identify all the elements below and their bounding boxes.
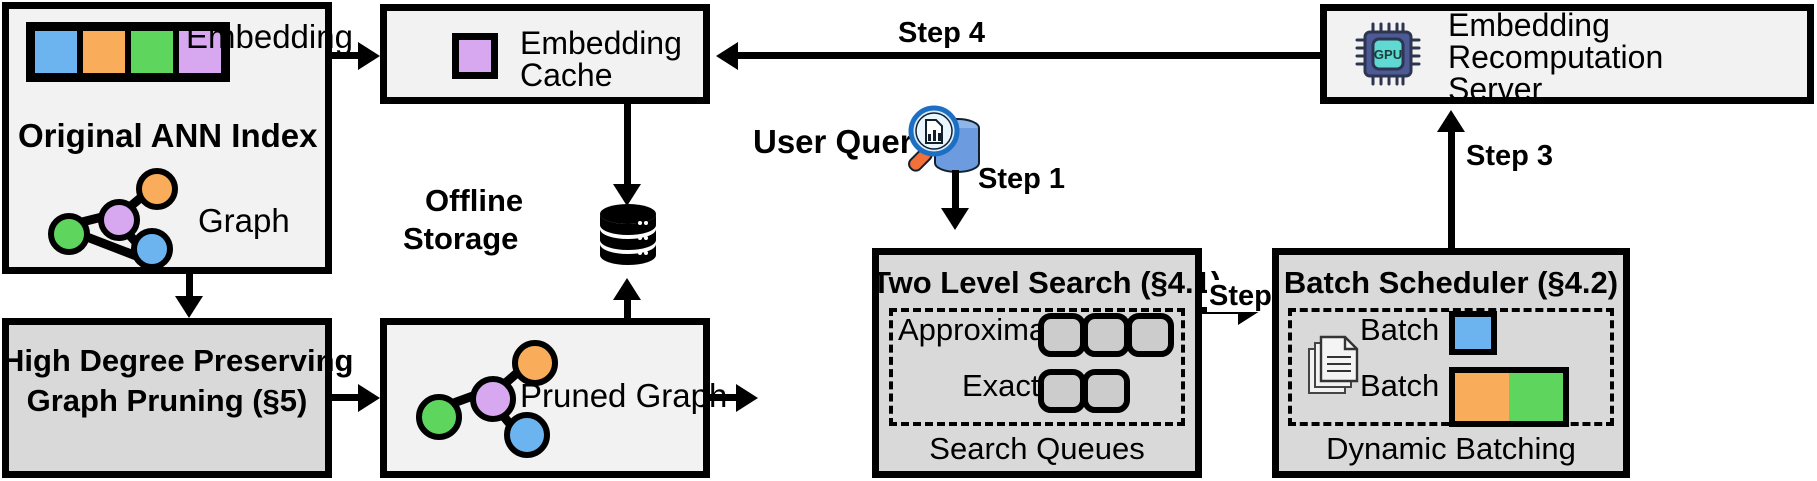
search-queues-footer: Search Queues xyxy=(929,431,1145,466)
step4-label: Step 4 xyxy=(898,17,986,49)
approximate-queue-slot xyxy=(1038,313,1086,357)
graph-pruning-line2: Graph Pruning (§5) xyxy=(26,383,308,418)
arrow-index-to-pruning-line xyxy=(186,274,193,302)
recomputation-server-line3: Server xyxy=(1448,71,1543,107)
recomputation-server-line2: Recomputation xyxy=(1448,39,1664,75)
pruned-graph-glyph xyxy=(412,340,562,458)
arrow-pruned-to-storage-line xyxy=(624,300,631,322)
batch-2-chips xyxy=(1449,367,1569,427)
arrow-step1-line xyxy=(952,170,959,212)
embedding-label: Embedding xyxy=(186,18,353,55)
database-cylinder-icon xyxy=(598,203,658,269)
graph-node-green xyxy=(48,213,90,255)
approximate-queue-slot xyxy=(1126,313,1174,357)
embedding-chip-strip xyxy=(26,22,230,82)
batch-2-chip-green xyxy=(1509,373,1563,421)
offline-storage-line1: Offline xyxy=(425,183,524,218)
embedding-chip-orange xyxy=(80,28,128,76)
graph-node-green xyxy=(416,394,462,440)
arrow-step4-line xyxy=(738,52,1322,59)
graph-node-orange xyxy=(512,340,558,386)
batch-2-chip-orange xyxy=(1455,373,1509,421)
embedding-chip-blue xyxy=(32,28,80,76)
search-queues-panel xyxy=(889,308,1185,426)
arrow-cache-to-storage-line xyxy=(624,104,631,190)
documents-stack-icon xyxy=(1305,335,1363,397)
embedding-cache-chip xyxy=(452,33,498,79)
arrow-step3-line xyxy=(1448,132,1455,248)
arrow-step1-head xyxy=(941,208,969,230)
arrow-index-to-pruning-head xyxy=(175,296,203,318)
arrow-pruned-to-search-line xyxy=(710,394,740,401)
embedding-chip-green xyxy=(128,28,176,76)
graph-pruning-line1: High Degree Preserving xyxy=(2,343,354,378)
exact-row-label: Exact xyxy=(962,368,1040,403)
step1-label: Step 1 xyxy=(978,163,1066,195)
exact-queue-slot xyxy=(1082,369,1130,413)
exact-queue-slot xyxy=(1038,369,1086,413)
graph-node-purple xyxy=(98,199,140,241)
original-ann-index-title: Original ANN Index xyxy=(18,117,318,154)
embedding-cache-line1: Embedding xyxy=(520,25,682,61)
original-graph-glyph xyxy=(42,168,187,270)
arrow-cache-to-storage-head xyxy=(613,184,641,206)
batch-scheduler-title: Batch Scheduler (§4.2) xyxy=(1283,265,1619,300)
graph-node-blue xyxy=(504,412,550,458)
arrow-index-to-cache-line xyxy=(332,52,362,59)
arrow-pruning-to-pruned-line xyxy=(332,394,362,401)
magnifier-database-icon xyxy=(905,105,985,179)
graph-label: Graph xyxy=(198,202,290,239)
two-level-search-title: Two Level Search (§4.1) xyxy=(872,265,1222,300)
dynamic-batching-footer: Dynamic Batching xyxy=(1326,431,1576,466)
arrow-index-to-cache-head xyxy=(358,42,380,70)
embedding-cache-line2: Cache xyxy=(520,57,613,93)
graph-pruning-box xyxy=(2,318,332,478)
graph-node-orange xyxy=(136,168,178,210)
embedding-cache-box xyxy=(380,4,710,104)
arrow-step4-head xyxy=(716,42,738,70)
embedding-chip-purple xyxy=(176,28,224,76)
arrow-pruned-to-search-head xyxy=(736,384,758,412)
arrow-step3-head xyxy=(1437,110,1465,132)
step3-label: Step 3 xyxy=(1466,140,1554,172)
recomputation-server-line1: Embedding xyxy=(1448,7,1610,43)
arrow-pruning-to-pruned-head xyxy=(358,384,380,412)
graph-node-blue xyxy=(131,228,173,270)
batch-1-chip-blue xyxy=(1449,311,1497,355)
gpu-chip-icon-text: GPU xyxy=(1374,47,1402,62)
pruned-graph-label: Pruned Graph xyxy=(520,377,728,414)
approximate-queue-slot xyxy=(1082,313,1130,357)
graph-node-purple xyxy=(470,376,516,422)
two-level-search-box xyxy=(872,248,1202,478)
gpu-chip-icon: GPU xyxy=(1355,22,1421,86)
offline-storage-line2: Storage xyxy=(403,221,519,256)
arrow-pruned-to-storage-head xyxy=(613,278,641,300)
